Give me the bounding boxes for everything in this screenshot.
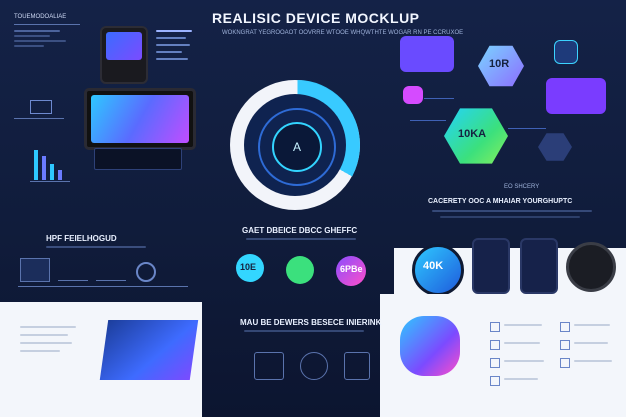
phone-screen (106, 32, 142, 60)
circle-badge (336, 256, 366, 286)
left-header: HPF FEIELHOGUD (46, 234, 117, 243)
section-label: EO SHCERY (504, 184, 540, 190)
divider (14, 118, 64, 119)
text-line (504, 342, 540, 344)
bullet-icon (560, 358, 570, 368)
text-line (156, 30, 192, 32)
text-line (20, 326, 76, 328)
text-line (20, 334, 68, 336)
keyboard-base (94, 148, 182, 170)
bullet-icon (560, 340, 570, 350)
text-line (504, 360, 544, 362)
text-line (14, 40, 66, 42)
page-title: REALISIC DEVICE MOCKLUP (212, 10, 420, 26)
phone-mockup (472, 238, 510, 294)
icon-box (300, 352, 328, 380)
device-badge-label: 40K (423, 260, 444, 272)
phone-mockup (100, 26, 148, 84)
text-line (244, 330, 364, 332)
hex-badge-label: 10KA (458, 128, 487, 140)
node-pink (403, 86, 423, 104)
headset-icon (136, 262, 156, 282)
card-purple (400, 36, 454, 72)
text-line (14, 45, 44, 47)
phone-mockup (520, 238, 558, 294)
watch-mockup (566, 242, 616, 292)
page-subtitle: WOKNGRAT YEGROOAOT OOVRRE WTOOE WHQWTHTE… (222, 30, 464, 36)
bullet-icon (490, 376, 500, 386)
bar-chart-small (58, 262, 88, 281)
bullet-icon (490, 322, 500, 332)
text-line (246, 238, 356, 240)
text-line (574, 324, 610, 326)
chart-axis (30, 181, 70, 182)
circle-badge-label: 10E (240, 262, 257, 272)
divider (18, 286, 188, 287)
circle-badge-label: 6PBe (340, 264, 363, 274)
tablet-mockup (84, 88, 196, 150)
bar (42, 156, 46, 180)
text-line (46, 246, 146, 248)
text-line (14, 30, 60, 32)
divider (14, 24, 80, 25)
chip-icon (30, 100, 52, 114)
text-line (432, 210, 592, 212)
text-line (574, 360, 612, 362)
text-line (20, 350, 60, 352)
connector (508, 128, 546, 129)
icon-box (344, 352, 370, 380)
text-line (156, 37, 186, 39)
text-line (156, 58, 188, 60)
connector (410, 120, 446, 121)
bullet-icon (560, 322, 570, 332)
leaf-icon (286, 256, 314, 284)
icon-box (254, 352, 284, 380)
play-icon (538, 133, 572, 161)
text-line (14, 35, 50, 37)
ring-center: A (272, 122, 322, 172)
hand-icon (400, 316, 460, 376)
bullet-icon (490, 358, 500, 368)
globe-map-icon (99, 320, 199, 380)
ring-track (258, 108, 336, 186)
card-violet (546, 78, 606, 114)
tablet-screen (91, 95, 189, 143)
text-line (504, 324, 542, 326)
text-line (156, 44, 190, 46)
center-header: GAET DBEICE DBCC GHEFFC (242, 226, 358, 235)
hex-badge-label: 10R (489, 58, 510, 70)
bar (50, 164, 54, 180)
chart-thumb (20, 258, 50, 282)
circle-badge (236, 254, 264, 282)
bullet-icon (490, 340, 500, 350)
chip-icon (554, 40, 578, 64)
text-line (20, 342, 72, 344)
text-line (156, 51, 182, 53)
text-line (574, 342, 608, 344)
right-header: CACERETY OOC A MHAIAR YOURGHUPTC (428, 198, 573, 205)
bar-chart-small (96, 262, 126, 281)
text-line (504, 378, 538, 380)
bottom-center-header: MAU BE DEWERS BESECE INIERINK (240, 318, 382, 327)
connector (424, 98, 454, 99)
bar (58, 170, 62, 180)
bar (34, 150, 38, 180)
top-left-header: TOUEMODOALIAE (14, 14, 67, 20)
text-line (440, 216, 580, 218)
